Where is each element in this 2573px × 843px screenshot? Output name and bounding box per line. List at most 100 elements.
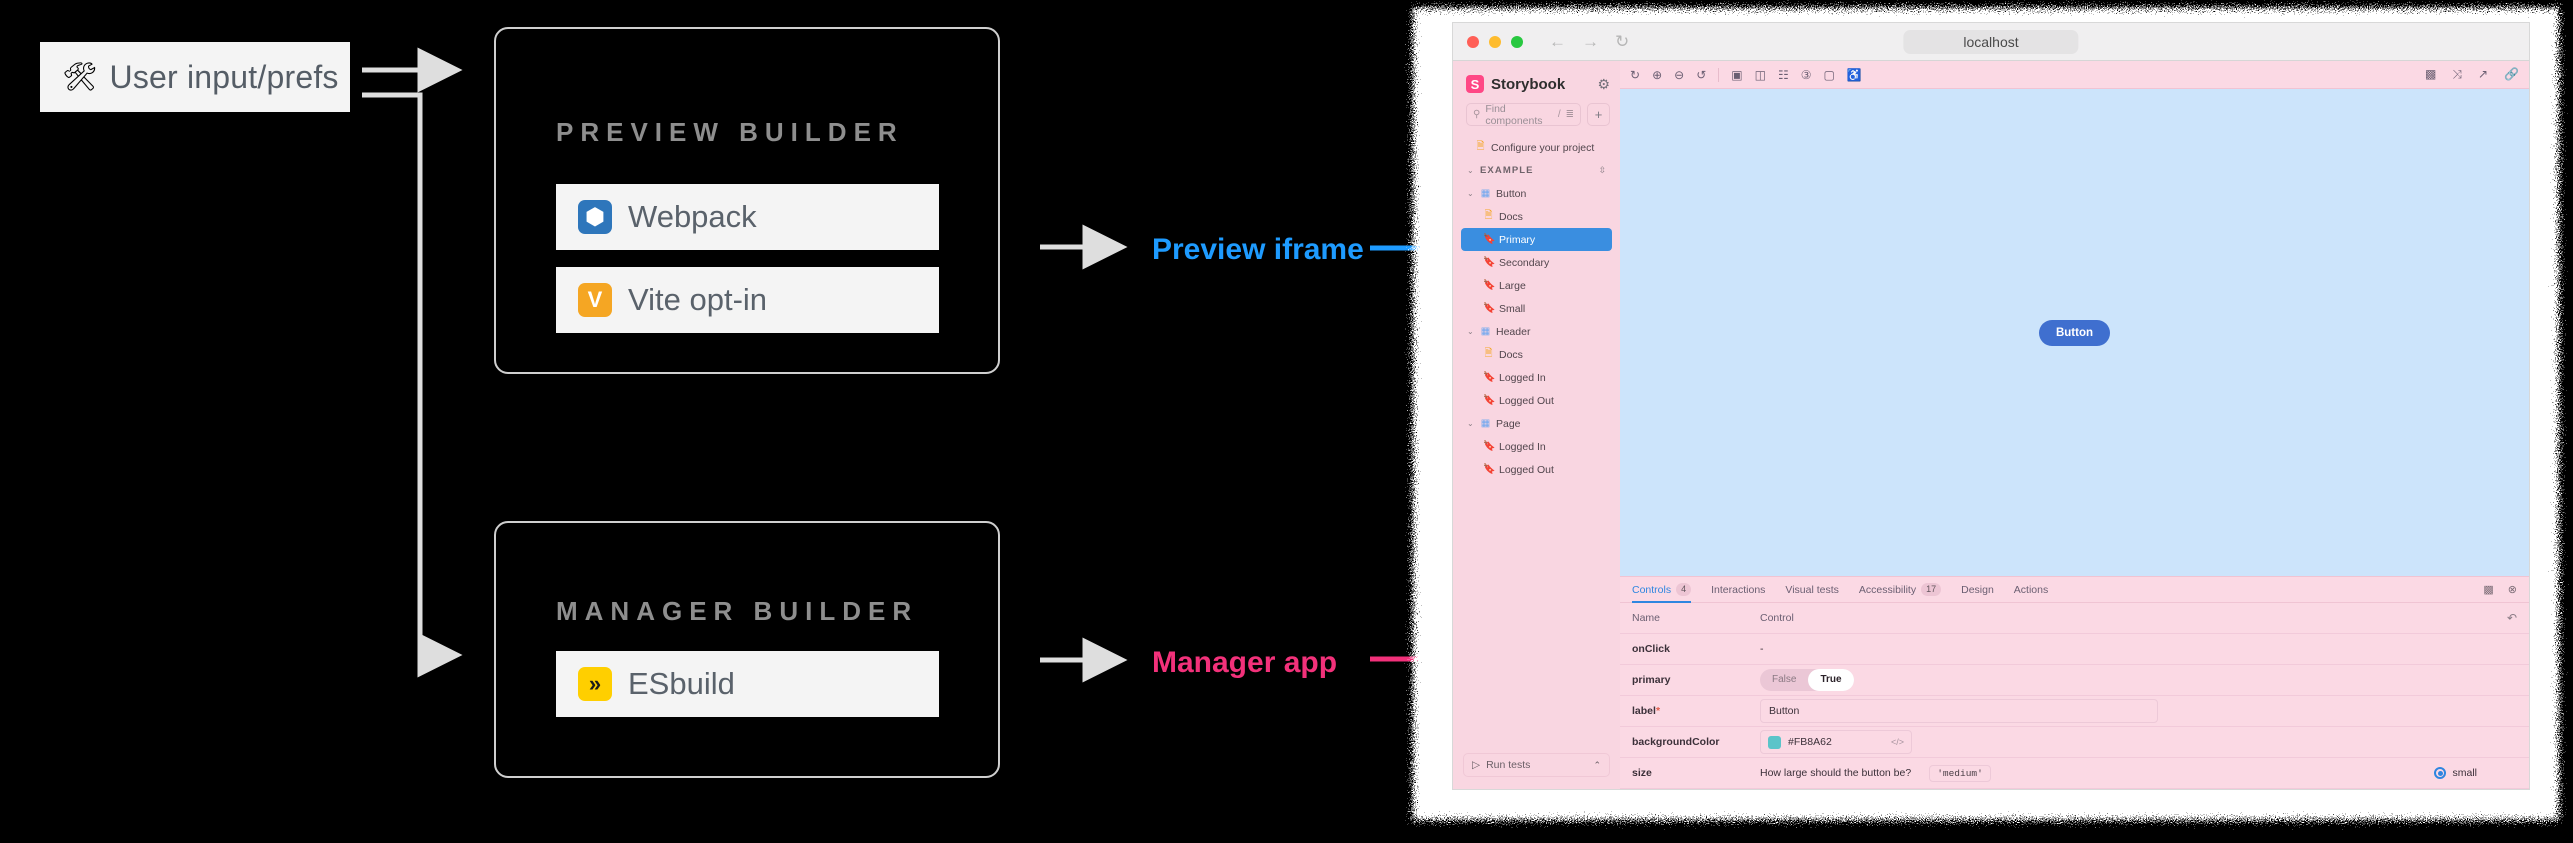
- radio-icon[interactable]: [2434, 767, 2447, 779]
- tree-item-header-logged-in[interactable]: 🔖 Logged In: [1461, 366, 1612, 389]
- zoom-reset-icon[interactable]: ↺: [1696, 67, 1707, 82]
- accessibility-icon[interactable]: ♿: [1846, 67, 1862, 82]
- column-header-name: Name: [1632, 612, 1661, 624]
- panel-position-icon[interactable]: ▩: [2483, 584, 2494, 596]
- grid-icon[interactable]: ☷: [1777, 67, 1789, 82]
- control-name: size: [1632, 767, 1652, 779]
- run-tests-button[interactable]: ▷ Run tests ⌃: [1463, 753, 1610, 777]
- background-icon[interactable]: ▣: [1731, 67, 1743, 82]
- minimize-window-button[interactable]: [1489, 35, 1501, 48]
- url-bar[interactable]: localhost: [1903, 29, 2079, 54]
- tree-item-large[interactable]: 🔖 Large: [1461, 274, 1612, 297]
- tree-group-example[interactable]: ⌄ EXAMPLE ⇳: [1461, 159, 1612, 182]
- tree-item-button[interactable]: ⌄ ▦ Button: [1461, 182, 1612, 205]
- color-input[interactable]: #FB8A62 </>: [1760, 730, 1912, 754]
- tab-actions[interactable]: Actions: [2014, 577, 2048, 603]
- tab-visual-tests[interactable]: Visual tests: [1785, 577, 1839, 603]
- open-new-tab-icon[interactable]: ↗: [2477, 67, 2489, 81]
- viewport-icon[interactable]: ◫: [1754, 67, 1766, 82]
- chevron-down-icon: ⌄: [1467, 419, 1474, 428]
- tree-item-small[interactable]: 🔖 Small: [1461, 297, 1612, 320]
- search-placeholder: Find components: [1485, 102, 1543, 127]
- doc-icon: 🗎: [1476, 141, 1485, 152]
- tree-item-header-logged-out[interactable]: 🔖 Logged Out: [1461, 389, 1612, 412]
- sort-icon[interactable]: ⇳: [1598, 165, 1606, 175]
- storybook-sidebar: S Storybook ⚙ ⚲ Find components / ≣ + �: [1453, 61, 1620, 789]
- back-icon[interactable]: ←: [1549, 31, 1566, 51]
- close-panel-icon[interactable]: ⊗: [2507, 584, 2517, 596]
- story-icon: 🔖: [1483, 257, 1496, 268]
- radio-option-small[interactable]: small: [2434, 767, 2517, 779]
- user-input-label: User input/prefs: [109, 58, 339, 95]
- preview-builder-title: PREVIEW BUILDER: [556, 117, 904, 147]
- sidebar-search-row: ⚲ Find components / ≣ +: [1453, 93, 1620, 127]
- color-swatch[interactable]: [1768, 735, 1781, 749]
- tree-item-page-logged-in[interactable]: 🔖 Logged In: [1461, 435, 1612, 458]
- reset-icon[interactable]: ↶: [2506, 611, 2517, 625]
- story-icon: 🔖: [1483, 395, 1496, 406]
- column-header-control: Control: [1760, 612, 1794, 624]
- label-text-input[interactable]: Button: [1760, 699, 2158, 723]
- zoom-in-icon[interactable]: ⊕: [1652, 67, 1663, 82]
- control-row-backgroundcolor: backgroundColor #FB8A62 </>: [1620, 727, 2529, 758]
- tree-item-button-docs[interactable]: 🗎 Docs: [1461, 205, 1612, 228]
- tab-design[interactable]: Design: [1961, 577, 1994, 603]
- tree-item-configure[interactable]: 🗎 Configure your project: [1461, 136, 1612, 159]
- forward-icon[interactable]: →: [1582, 31, 1599, 51]
- annotation-manager-app: Manager app: [1152, 646, 1338, 679]
- tree-item-header[interactable]: ⌄ ▦ Header: [1461, 320, 1612, 343]
- builder-option-webpack[interactable]: ⬢ Webpack: [556, 184, 939, 250]
- toggle-false-option[interactable]: False: [1772, 674, 1797, 685]
- chevron-down-icon: ⌄: [1467, 327, 1474, 336]
- toggle-true-option[interactable]: True: [1808, 669, 1854, 691]
- controls-table: Name Control ↶ onClick - primary: [1620, 603, 2529, 789]
- doc-icon: 🗎: [1484, 348, 1493, 359]
- tab-interactions[interactable]: Interactions: [1711, 577, 1765, 603]
- filter-icon[interactable]: ≣: [1565, 109, 1574, 120]
- boolean-toggle[interactable]: False True: [1760, 669, 1854, 691]
- tree-item-header-docs[interactable]: 🗎 Docs: [1461, 343, 1612, 366]
- controls-header-row: Name Control ↶: [1620, 603, 2529, 634]
- code-icon[interactable]: </>: [1890, 737, 1904, 747]
- search-input[interactable]: ⚲ Find components / ≣: [1466, 102, 1581, 127]
- fullscreen-icon[interactable]: ⤨: [2452, 67, 2462, 81]
- builder-option-vite[interactable]: V Vite opt-in: [556, 267, 939, 333]
- tab-label: Actions: [2013, 583, 2049, 596]
- storybook-main: ↻ ⊕ ⊖ ↺ ▣ ◫ ☷ ③ ▢ ♿ ▩ ⤨ ↗ 🔗: [1620, 61, 2529, 789]
- close-window-button[interactable]: [1467, 35, 1479, 48]
- sidebar-toggle-icon[interactable]: ▩: [2425, 67, 2437, 81]
- required-asterisk: *: [1655, 705, 1661, 717]
- tab-controls[interactable]: Controls 4: [1632, 577, 1692, 603]
- measure-icon[interactable]: ③: [1800, 67, 1812, 82]
- chevron-down-icon: ⌄: [1467, 189, 1474, 198]
- search-shortcut: /: [1557, 109, 1561, 120]
- gear-icon[interactable]: ⚙: [1597, 75, 1610, 92]
- add-component-button[interactable]: +: [1587, 103, 1610, 126]
- control-name: onClick: [1632, 643, 1670, 655]
- copy-link-icon[interactable]: 🔗: [2504, 67, 2519, 81]
- tree-item-page[interactable]: ⌄ ▦ Page: [1461, 412, 1612, 435]
- tree-group-label: EXAMPLE: [1480, 165, 1534, 176]
- story-demo-button[interactable]: Button: [2038, 319, 2111, 346]
- zoom-out-icon[interactable]: ⊖: [1674, 67, 1685, 82]
- tab-accessibility[interactable]: Accessibility 17: [1859, 577, 1942, 603]
- color-value: #FB8A62: [1788, 736, 1832, 748]
- storybook-app: S Storybook ⚙ ⚲ Find components / ≣ + �: [1453, 61, 2529, 789]
- sidebar-brand[interactable]: S Storybook ⚙: [1453, 61, 1620, 93]
- reload-icon[interactable]: ↻: [1630, 67, 1641, 82]
- reload-icon[interactable]: ↻: [1615, 31, 1630, 51]
- builder-option-esbuild[interactable]: » ESbuild: [556, 651, 939, 717]
- tree-item-label: Button: [1496, 187, 1527, 200]
- tree-item-page-logged-out[interactable]: 🔖 Logged Out: [1461, 458, 1612, 481]
- tree-item-label: Secondary: [1499, 256, 1550, 269]
- component-tree: 🗎 Configure your project ⌄ EXAMPLE ⇳ ⌄ ▦…: [1453, 126, 1620, 753]
- toolbar-separator: [1718, 67, 1720, 82]
- story-icon: 🔖: [1483, 303, 1496, 314]
- zoom-window-button[interactable]: [1511, 35, 1523, 48]
- control-row-onclick: onClick -: [1620, 634, 2529, 665]
- tree-item-secondary[interactable]: 🔖 Secondary: [1461, 251, 1612, 274]
- tree-item-primary[interactable]: 🔖 Primary: [1461, 228, 1612, 251]
- browser-chrome: ← → ↻ localhost: [1453, 23, 2529, 61]
- outline-icon[interactable]: ▢: [1823, 67, 1835, 82]
- tree-item-label: Logged Out: [1499, 463, 1554, 476]
